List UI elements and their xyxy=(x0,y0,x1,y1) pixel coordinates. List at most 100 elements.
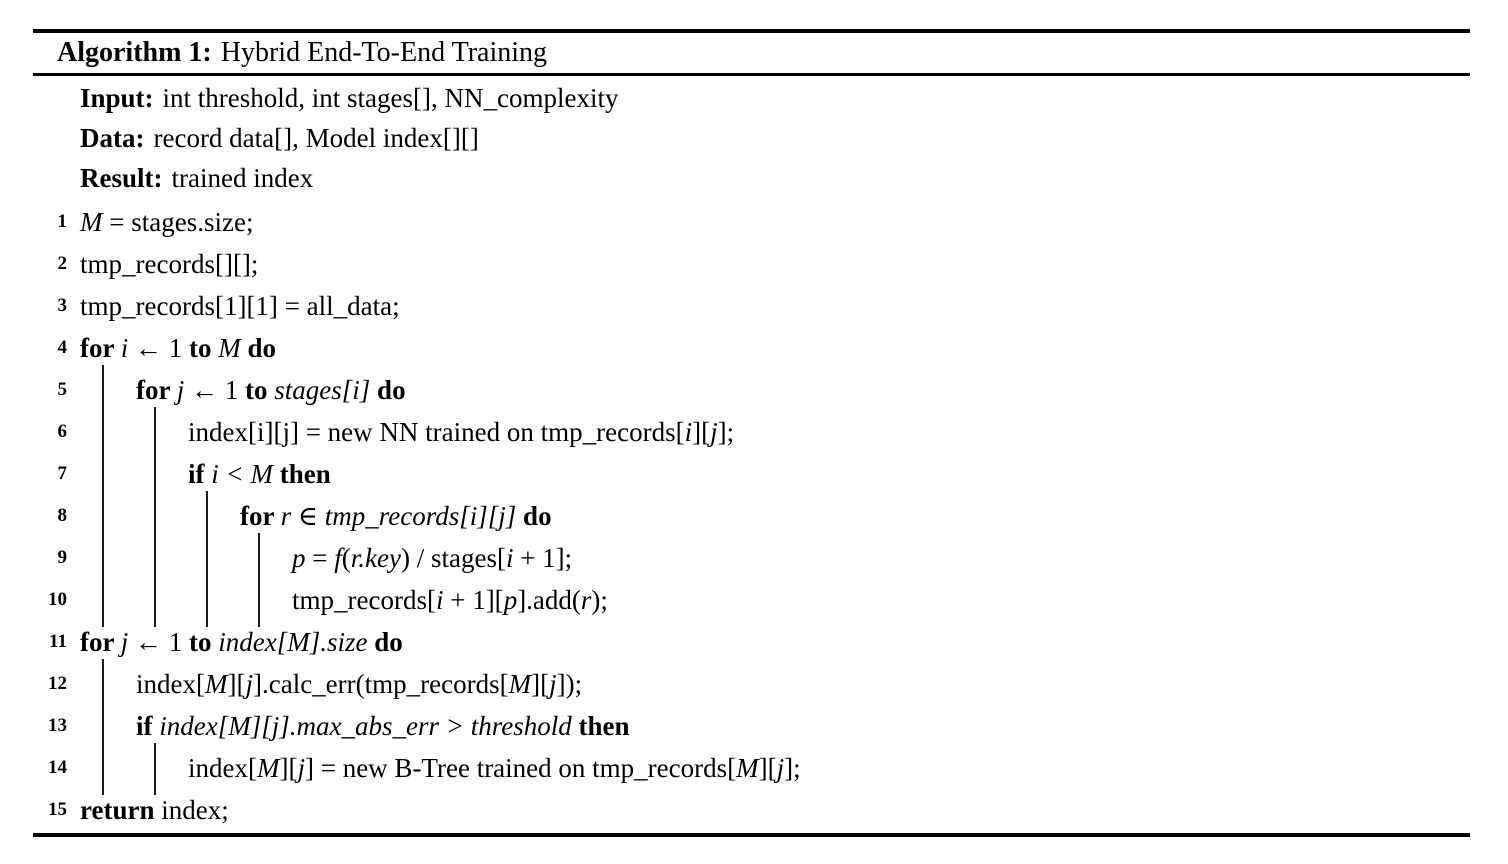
algorithm-name: Hybrid End-To-End Training xyxy=(220,37,548,68)
indent-bar xyxy=(206,491,208,627)
code-segment: for xyxy=(80,333,121,363)
code-segment: ][ xyxy=(531,669,550,699)
code-segment: tmp_records[][]; xyxy=(80,249,259,279)
code-segment xyxy=(241,333,248,363)
line-number: 11 xyxy=(49,631,67,652)
indent-bar xyxy=(102,365,104,627)
header-row: Data:record data[], Model index[][] xyxy=(80,118,479,158)
code-segment: to xyxy=(245,375,268,405)
code-segment: ← 1 xyxy=(128,627,190,657)
code-segment: ][ xyxy=(227,669,246,699)
indent-bar xyxy=(258,533,260,627)
line-text: for j ← 1 to stages[i] do xyxy=(136,369,406,411)
line-number: 12 xyxy=(48,673,67,694)
code-line-15: 15 return index; xyxy=(0,789,1508,831)
header-text: record data[], Model index[][] xyxy=(153,123,479,153)
code-segment: to xyxy=(189,333,212,363)
code-segment: ][ xyxy=(692,417,711,447)
line-number: 7 xyxy=(57,463,68,484)
code-line-2: 2 tmp_records[][]; xyxy=(0,243,1508,285)
code-segment: i xyxy=(684,417,693,447)
algorithm-label: Algorithm 1: xyxy=(57,37,212,68)
code-segment: M xyxy=(736,753,759,783)
code-segment: ]; xyxy=(717,417,735,447)
code-segment: f xyxy=(334,543,342,573)
code-segment: = stages.size; xyxy=(102,207,254,237)
line-text: tmp_records[][]; xyxy=(80,243,258,285)
bottom-rule xyxy=(33,833,1470,837)
line-text: tmp_records[1][1] = all_data; xyxy=(80,285,400,327)
line-text: return index; xyxy=(80,789,229,831)
indent-bar xyxy=(102,659,104,795)
code-segment: ][ xyxy=(758,753,777,783)
code-segment: M xyxy=(80,207,103,237)
line-text: p = f(r.key) / stages[i + 1]; xyxy=(292,537,572,579)
header-row: Input: int threshold, int stages[], NN_co… xyxy=(80,78,618,118)
code-segment: tmp_records[i][j] xyxy=(324,501,517,531)
line-number: 2 xyxy=(57,253,68,274)
code-segment: then xyxy=(578,711,630,741)
code-segment: ); xyxy=(591,585,608,615)
code-segment: + 1][ xyxy=(443,585,504,615)
code-segment: if xyxy=(136,711,160,741)
code-segment: do xyxy=(247,333,277,363)
code-segment: index[ xyxy=(188,753,257,783)
code-segment: p xyxy=(503,585,518,615)
code-segment: ].add( xyxy=(517,585,581,615)
line-text: for r ∈ tmp_records[i][j] do xyxy=(240,495,552,537)
code-segment: for xyxy=(80,627,121,657)
line-number: 14 xyxy=(48,757,67,778)
code-segment: index[i][j] = new NN trained on tmp_reco… xyxy=(188,417,685,447)
line-number: 1 xyxy=(57,211,68,232)
code-segment: ][ xyxy=(279,753,298,783)
code-segment: j xyxy=(245,669,253,699)
code-segment: to xyxy=(189,627,212,657)
code-segment: r.key xyxy=(350,543,401,573)
code-segment: i xyxy=(505,543,514,573)
header-text: trained index xyxy=(171,163,314,193)
header-row: Result: trained index xyxy=(80,158,313,198)
code-segment: stages[i] xyxy=(274,375,371,405)
code-segment: if xyxy=(188,459,212,489)
code-segment: M xyxy=(204,669,228,699)
code-segment: M xyxy=(508,669,532,699)
line-text: if i < M then xyxy=(188,453,331,495)
code-segment: ]); xyxy=(556,669,583,699)
code-segment: ( xyxy=(341,543,351,573)
code-segment: M xyxy=(256,753,280,783)
code-segment: index; xyxy=(154,795,229,825)
code-segment: ∈ xyxy=(291,501,325,531)
header-label: Result: xyxy=(80,163,163,193)
line-number: 3 xyxy=(57,295,68,316)
line-text: for j ← 1 to index[M].size do xyxy=(80,621,403,663)
code-segment: p xyxy=(292,543,306,573)
code-line-7: 7 if i < M then xyxy=(0,453,1508,495)
indent-bar xyxy=(154,743,156,795)
code-segment: ) / stages[ xyxy=(400,543,506,573)
header-text: int threshold, int stages[], NN_complexi… xyxy=(162,83,619,113)
code-segment: ← 1 xyxy=(184,375,246,405)
header-label: Input: xyxy=(80,83,154,113)
line-number: 15 xyxy=(48,799,67,820)
code-segment: j xyxy=(297,753,305,783)
code-segment: M xyxy=(218,333,241,363)
line-number: 9 xyxy=(57,547,68,568)
line-text: index[M][j].calc_err(tmp_records[M][j]); xyxy=(136,663,582,705)
code-segment: j xyxy=(710,417,718,447)
code-segment: index[ xyxy=(136,669,205,699)
line-text: M = stages.size; xyxy=(80,201,253,243)
code-segment: then xyxy=(279,459,331,489)
code-segment: do xyxy=(377,375,406,405)
code-segment: r xyxy=(580,585,592,615)
line-text: tmp_records[i + 1][p].add(r); xyxy=(292,579,608,621)
code-segment: j xyxy=(120,627,129,657)
title-separator-rule xyxy=(33,73,1470,76)
code-segment: i xyxy=(120,333,129,363)
